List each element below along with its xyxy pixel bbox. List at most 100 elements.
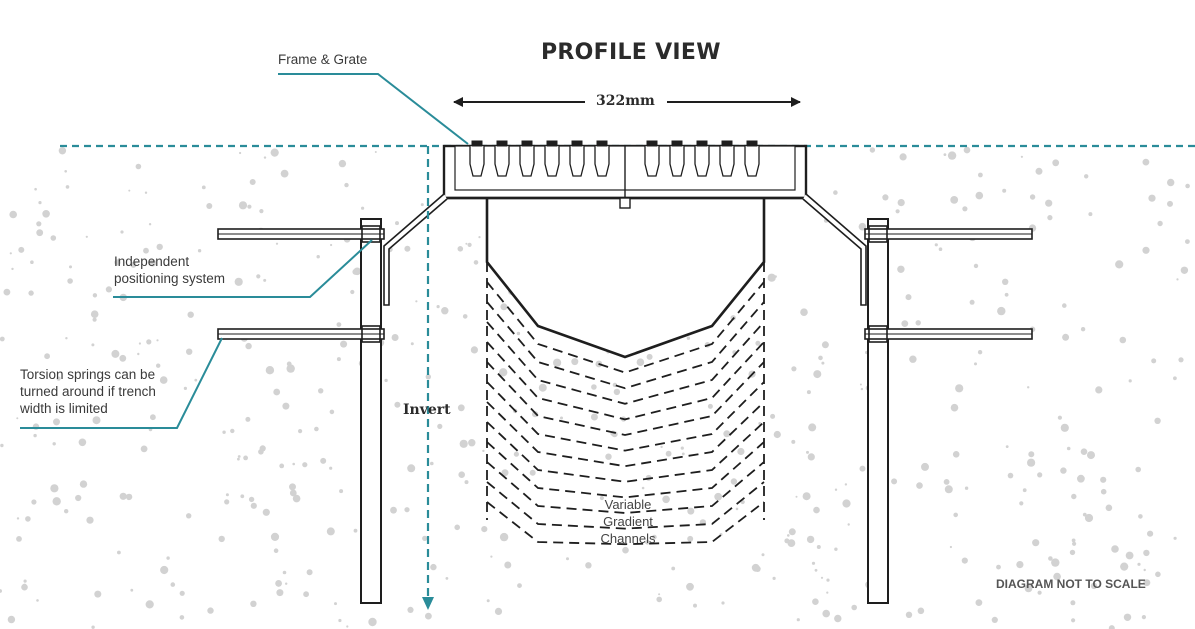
soil-speckle <box>425 374 431 380</box>
soil-speckle <box>813 370 822 379</box>
soil-speckle <box>1119 336 1127 344</box>
soil-speckle <box>529 469 536 476</box>
soil-speckle <box>156 363 161 368</box>
soil-speckle <box>761 553 765 557</box>
soil-speckle <box>1066 446 1071 451</box>
soil-speckle <box>820 576 824 579</box>
soil-speckle <box>248 496 255 503</box>
soil-speckle <box>11 267 14 271</box>
soil-speckle <box>353 528 358 533</box>
grate-slot <box>469 146 485 177</box>
soil-speckle <box>686 582 694 591</box>
soil-speckle <box>814 568 818 572</box>
soil-speckle <box>298 429 303 434</box>
soil-speckle <box>0 336 5 342</box>
soil-speckle <box>22 583 27 588</box>
soil-speckle <box>1007 472 1014 479</box>
frame-grate <box>442 140 808 209</box>
soil-speckle <box>1123 613 1132 621</box>
soil-speckle <box>282 570 287 575</box>
soil-speckle <box>538 383 547 392</box>
soil-speckle <box>465 242 468 245</box>
soil-speckle <box>500 303 508 311</box>
soil-speckle <box>658 593 661 596</box>
soil-speckle <box>795 495 798 498</box>
soil-speckle <box>368 617 377 627</box>
soil-speckle <box>560 416 563 420</box>
soil-speckle <box>950 196 959 204</box>
soil-speckle <box>1002 278 1009 285</box>
soil-speckle <box>306 569 313 576</box>
soil-speckle <box>605 453 612 460</box>
soil-speckle <box>791 439 796 444</box>
soil-speckle <box>499 532 509 542</box>
soil-speckle <box>1071 618 1076 623</box>
soil-speckle <box>282 402 290 410</box>
soil-speckle <box>1135 466 1141 473</box>
soil-speckle <box>166 556 170 560</box>
soil-speckle <box>494 607 503 616</box>
soil-speckle <box>1071 538 1076 543</box>
width-dimension-label: 322mm <box>596 93 655 109</box>
soil-speckle <box>292 494 301 503</box>
soil-speckle <box>651 534 657 540</box>
grate-cap <box>496 140 508 147</box>
soil-speckle <box>1173 376 1177 381</box>
soil-speckle <box>286 364 295 373</box>
soil-speckle <box>280 169 289 178</box>
grate-cap <box>671 140 683 147</box>
soil-speckle <box>1002 188 1007 193</box>
soil-speckle <box>340 340 348 348</box>
soil-speckle <box>361 206 365 210</box>
soil-speckle <box>590 413 598 421</box>
soil-speckle <box>812 598 819 605</box>
soil-speckle <box>671 566 676 571</box>
grate-cap <box>696 140 708 147</box>
soil-speckle <box>516 331 521 336</box>
soil-speckle <box>481 526 488 533</box>
soil-speckle <box>905 611 913 618</box>
soil-speckle <box>314 426 319 432</box>
soil-speckle <box>818 355 823 361</box>
soil-speckle <box>94 590 102 598</box>
soil-speckle <box>125 493 133 501</box>
soil-speckle <box>901 320 909 327</box>
soil-speckle <box>150 414 156 421</box>
soil-speckle <box>53 418 60 426</box>
soil-speckle <box>407 464 416 473</box>
soil-speckle <box>950 403 959 412</box>
soil-speckle <box>3 288 11 296</box>
soil-speckle <box>599 495 605 501</box>
soil-speckle <box>962 206 968 212</box>
soil-speckle <box>1142 158 1150 166</box>
soil-speckle <box>973 263 979 269</box>
scale-note: DIAGRAM NOT TO SCALE <box>996 577 1146 591</box>
soil-speckle <box>18 246 25 253</box>
soil-speckle <box>179 615 185 620</box>
soil-speckle <box>302 462 308 468</box>
soil-speckle <box>339 489 344 494</box>
soil-speckle <box>1051 558 1060 567</box>
soil-speckle <box>148 223 152 226</box>
soil-speckle <box>1185 183 1190 189</box>
soil-speckle <box>1045 199 1053 207</box>
soil-speckle <box>144 191 148 194</box>
soil-speckle <box>504 561 512 569</box>
soil-speckle <box>1138 514 1143 519</box>
soil-speckle <box>770 413 776 419</box>
soil-speckle <box>1167 178 1175 187</box>
soil-speckle <box>238 201 248 210</box>
soil-speckle <box>111 349 120 358</box>
soil-speckle <box>821 341 829 349</box>
soil-speckle <box>336 357 341 362</box>
soil-speckle <box>120 230 124 234</box>
soil-speckle <box>963 146 971 154</box>
soil-speckle <box>952 451 960 458</box>
soil-speckle <box>52 442 56 446</box>
soil-speckle <box>834 488 838 491</box>
soil-speckle <box>1111 545 1119 553</box>
soil-speckle <box>75 494 82 502</box>
soil-speckle <box>755 340 761 346</box>
soil-speckle <box>243 455 249 461</box>
grate-slot <box>569 146 585 177</box>
